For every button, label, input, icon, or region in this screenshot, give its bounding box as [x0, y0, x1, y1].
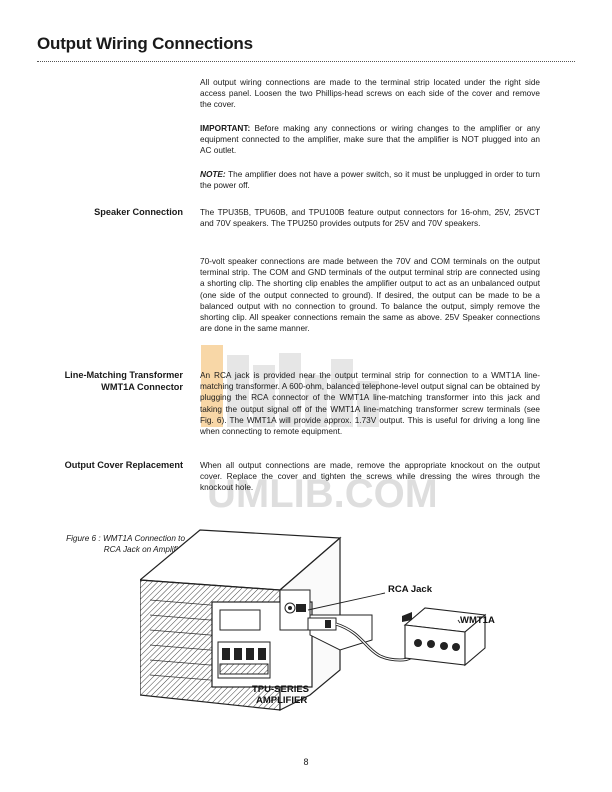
label-plate [219, 609, 261, 631]
figure-caption-line1: Figure 6 : WMT1A Connection to [66, 534, 185, 543]
note-text: The amplifier does not have a power swit… [200, 170, 540, 191]
label-rca-jack: RCA Jack [388, 584, 433, 595]
figure-caption-line2: RCA Jack on Amplifier [103, 545, 185, 554]
label-amplifier: AMPLIFIER [256, 695, 307, 706]
intro-paragraph-1: All output wiring connections are made t… [200, 78, 540, 110]
rca-leader-line [307, 592, 386, 611]
output-cover-paragraph: When all output connections are made, re… [200, 461, 540, 493]
note-label: NOTE: [200, 170, 226, 179]
speaker-connection-heading: Speaker Connection [94, 207, 183, 217]
line-matching-heading-line1: Line-Matching Transformer [64, 370, 183, 380]
important-label: IMPORTANT: [200, 124, 251, 133]
rca-plug [307, 617, 337, 631]
line-matching-heading-line2: WMT1A Connector [101, 382, 183, 392]
page-title: Output Wiring Connections [37, 34, 253, 53]
rca-jack-plate [279, 589, 311, 631]
line-matching-heading: Line-Matching Transformer WMT1A Connecto… [37, 369, 183, 393]
wmt1a-transformer [402, 607, 487, 667]
terminal-strip [217, 641, 271, 679]
label-tpu-series: TPU-SERIES [252, 684, 309, 695]
page-number: 8 [303, 757, 309, 767]
note-paragraph: NOTE: The amplifier does not have a powe… [200, 169, 540, 191]
figure-6-illustration: RCA Jack WMT1A TPU-SERIES AMPLIFIER [138, 520, 540, 730]
amplifier-chassis [138, 529, 373, 711]
important-text: Before making any connections or wiring … [200, 124, 540, 156]
figure-caption: Figure 6 : WMT1A Connection to RCA Jack … [37, 533, 185, 555]
speaker-paragraph-2: 70-volt speaker connections are made bet… [200, 257, 540, 334]
output-cover-heading: Output Cover Replacement [64, 460, 183, 470]
important-paragraph: IMPORTANT: Before making any connections… [200, 123, 540, 157]
label-wmt1a: WMT1A [460, 615, 495, 626]
speaker-paragraph-1: The TPU35B, TPU60B, and TPU100B feature … [200, 208, 540, 229]
title-divider [37, 61, 575, 62]
line-matching-paragraph: An RCA jack is provided near the output … [200, 371, 540, 437]
